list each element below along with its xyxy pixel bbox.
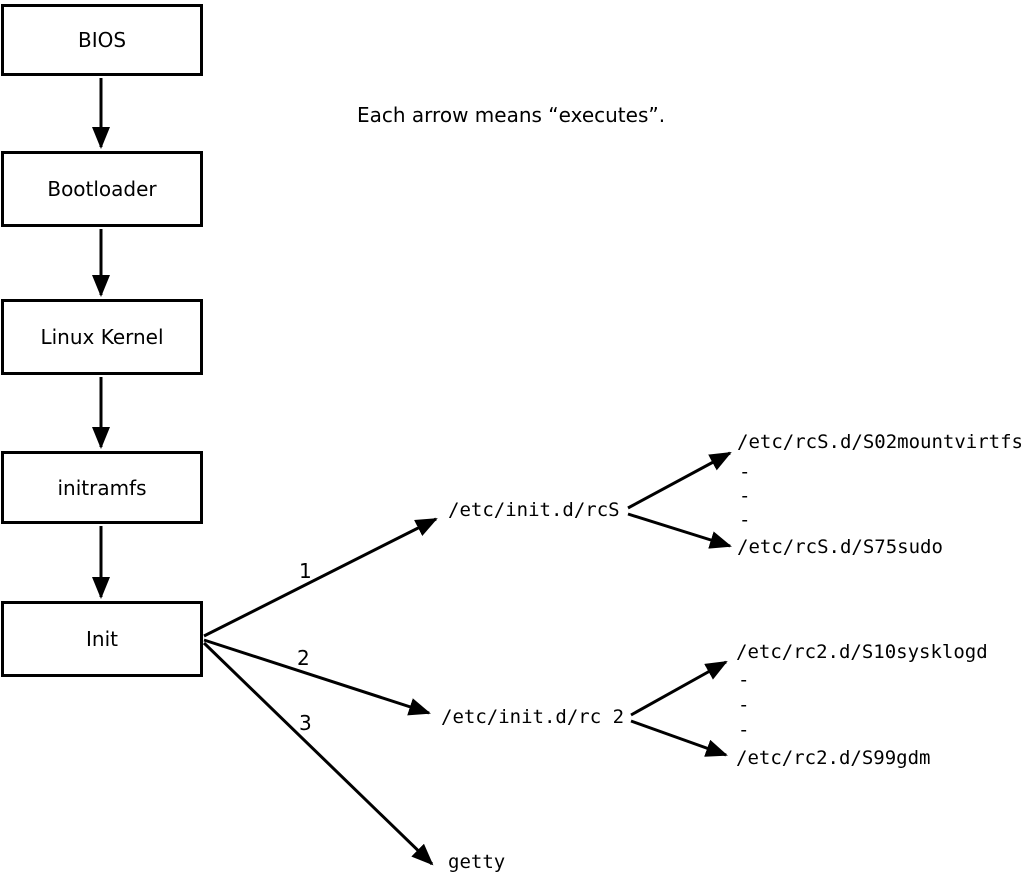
label-rc2-script-dash-2: - <box>738 694 750 716</box>
branch-number-1: 1 <box>299 559 312 583</box>
box-init-label: Init <box>86 627 118 651</box>
box-init: Init <box>1 601 203 677</box>
label-etc-init-d-rc2: /etc/init.d/rc 2 <box>441 706 625 728</box>
label-rcs-script-dash-3: - <box>739 509 751 531</box>
box-bios-label: BIOS <box>77 28 127 52</box>
label-rc2-script-dash-3: - <box>738 719 750 741</box>
arrow-rc2-to-s10sysklogd <box>630 660 728 717</box>
box-bootloader: Bootloader <box>1 151 203 227</box>
label-rc2-script-s10sysklogd: /etc/rc2.d/S10sysklogd <box>736 641 988 663</box>
arrow-rcs-to-s75sudo <box>627 512 732 549</box>
branch-number-3: 3 <box>299 711 312 735</box>
arrow-rcs-to-s02mountvirtfs <box>627 451 732 510</box>
label-rcs-script-dash-2: - <box>739 485 751 507</box>
box-linux-kernel: Linux Kernel <box>1 299 203 375</box>
box-initramfs: initramfs <box>1 451 203 524</box>
arrow-init-to-getty <box>202 641 434 866</box>
arrow-rc2-to-s99gdm <box>630 719 728 757</box>
label-rcs-script-s75sudo: /etc/rcS.d/S75sudo <box>737 536 943 558</box>
box-linux-kernel-label: Linux Kernel <box>40 325 164 349</box>
label-rc2-script-s99gdm: /etc/rc2.d/S99gdm <box>736 747 931 769</box>
legend-note: Each arrow means “executes”. <box>357 103 666 127</box>
label-getty: getty <box>448 851 506 873</box>
box-bootloader-label: Bootloader <box>47 177 157 201</box>
label-rcs-script-dash-1: - <box>739 461 751 483</box>
box-bios: BIOS <box>1 4 203 76</box>
arrow-init-to-rcs <box>203 517 438 638</box>
arrow-init-to-rc2 <box>203 638 431 716</box>
label-etc-init-d-rcs: /etc/init.d/rcS <box>448 499 620 521</box>
box-initramfs-label: initramfs <box>57 475 147 500</box>
branch-number-2: 2 <box>297 646 310 670</box>
label-rcs-script-s02mountvirtfs: /etc/rcS.d/S02mountvirtfs <box>737 431 1023 453</box>
label-rc2-script-dash-1: - <box>738 669 750 691</box>
